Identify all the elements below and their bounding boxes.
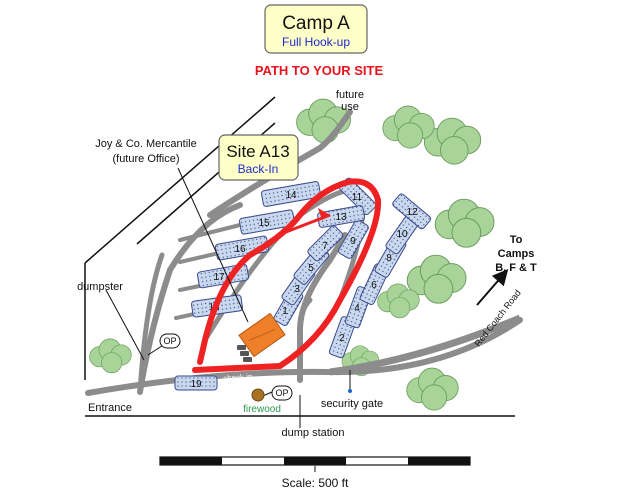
site-number-3: 3 [294,284,300,295]
site-9 [338,219,369,259]
site-number-13: 13 [335,212,347,223]
site-number-17: 17 [213,272,225,283]
op-badge-2: OP [271,385,293,401]
site-number-10: 10 [396,229,408,240]
site-number-12: 12 [406,207,418,218]
parking-stalls [237,345,252,362]
to-camps-arrow [476,268,509,306]
site-7 [307,225,344,262]
dumpster-label: dumpster [77,281,123,293]
path-title: PATH TO YOUR SITE [255,63,384,78]
mercantile-label-1: Joy & Co. Mercantile [95,138,196,150]
to-camps-label-3: B, F & T [495,262,537,274]
site-number-7: 7 [322,241,328,252]
future-use-label-1: future [336,89,364,101]
op-label-2: OP [275,388,288,398]
site-number-9: 9 [350,236,356,247]
scale-bar [159,456,471,472]
site-14 [261,181,321,207]
op-label-1: OP [163,336,176,346]
site-number-16: 16 [234,244,246,255]
path-arrowhead [318,208,330,220]
site-number-8: 8 [386,253,392,264]
security-gate-marker [348,389,352,393]
firewood-label: firewood [243,404,281,415]
op-badge-1: OP [159,333,181,349]
mercantile-building [238,312,286,358]
site-15 [238,209,296,235]
site-number-19: 19 [190,379,202,390]
future-use-label-2: use [341,101,359,113]
to-camps-label-2: Camps [498,248,535,260]
camp-title-box: Camp A Full Hook-up [264,4,368,54]
scale-label: Scale: 500 ft [282,476,349,490]
entrance-label: Entrance [88,402,132,414]
site-number-1: 1 [282,306,288,317]
check-in-label: check in [223,372,253,383]
site-number-15: 15 [258,218,270,229]
firewood-marker [251,388,265,402]
site-number-4: 4 [354,303,360,314]
site-number-6: 6 [371,280,377,291]
to-camps-label-1: To [510,234,523,246]
mercantile-label-2: (future Office) [112,153,179,165]
site-callout-subtitle: Back-In [238,162,279,176]
red-coach-road [329,314,522,376]
site-callout-title: Site A13 [226,142,289,161]
dump-station-label: dump station [282,427,345,439]
security-gate-label: security gate [321,398,383,410]
site-callout: Site A13 Back-In [218,134,299,181]
camp-subtitle: Full Hook-up [282,35,350,49]
site-19 [174,375,218,391]
site-number-5: 5 [308,263,314,274]
site-number-14: 14 [285,190,297,201]
camp-title: Camp A [282,13,350,34]
site-number-2: 2 [339,333,345,344]
site-12 [392,193,432,230]
site-number-11: 11 [352,192,363,203]
path-to-site [192,178,382,373]
